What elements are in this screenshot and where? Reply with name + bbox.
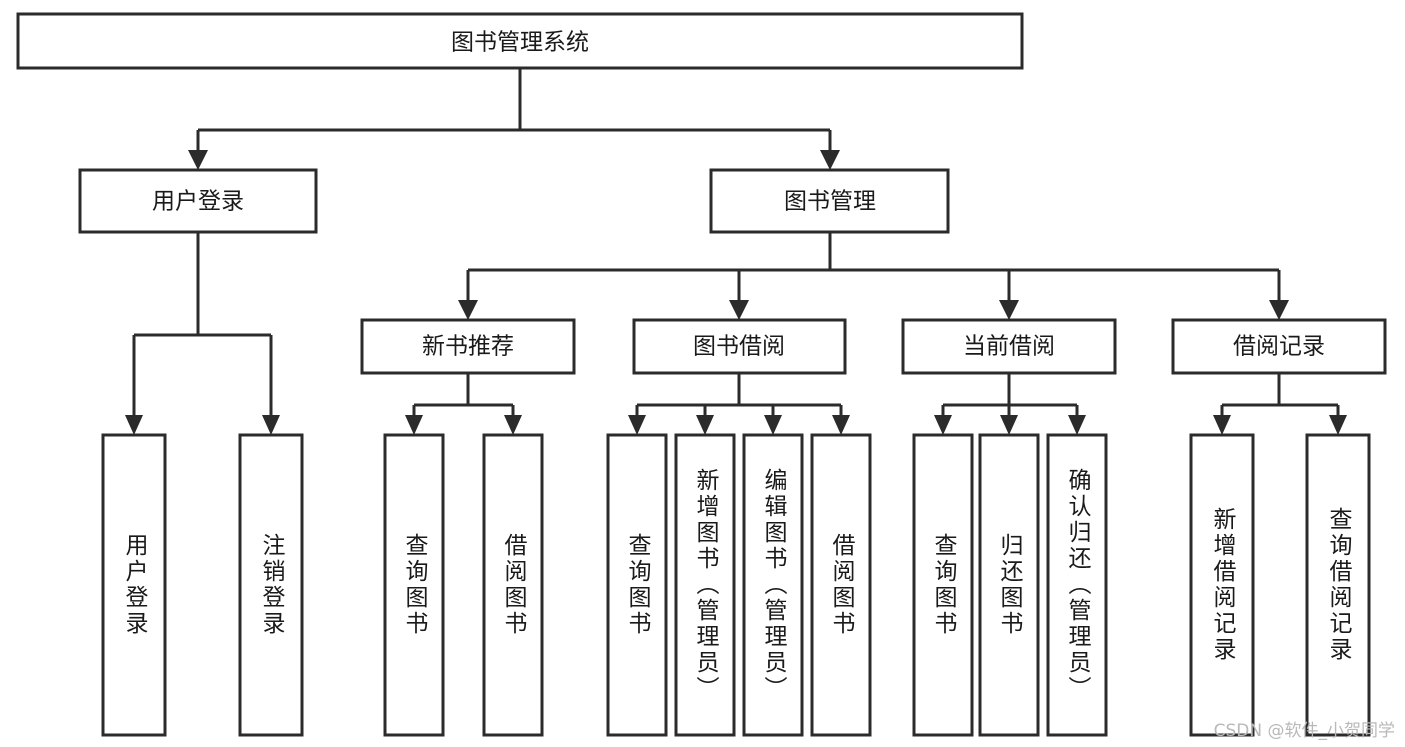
node-leaf-query-book-3-label: 查询图书 xyxy=(930,533,958,637)
node-leaf-query-record-box[interactable] xyxy=(1305,433,1371,737)
csdn-watermark: CSDN @软件_小贺同学 xyxy=(1213,721,1395,741)
arrow-leaf-user-login xyxy=(125,415,143,435)
arrow-leaf-query-book-2 xyxy=(628,415,646,435)
node-leaf-return-book[interactable]: 归还图书 xyxy=(978,433,1040,737)
node-leaf-query-book-1-label: 查询图书 xyxy=(401,533,429,637)
node-leaf-add-record-label: 新增借阅记录 xyxy=(1209,507,1237,663)
node-leaf-query-book-2[interactable]: 查询图书 xyxy=(606,433,668,737)
arrow-leaf-borrow-book-2 xyxy=(832,415,850,435)
node-user-login-box[interactable] xyxy=(78,168,318,234)
node-leaf-borrow-book-2-label: 借阅图书 xyxy=(828,533,856,637)
arrow-to-new-book-recommend xyxy=(458,300,478,320)
arrow-leaf-query-record xyxy=(1329,415,1347,435)
arrow-to-book-borrow xyxy=(729,300,749,320)
node-new-book-recommend-box[interactable] xyxy=(360,318,576,375)
node-leaf-logout[interactable]: 注销登录 xyxy=(238,433,304,737)
edges-layer xyxy=(125,68,1347,435)
node-borrow-record[interactable]: 借阅记录 xyxy=(1171,318,1387,375)
node-leaf-borrow-book-1-box[interactable] xyxy=(482,433,544,737)
node-leaf-query-book-2-label: 查询图书 xyxy=(624,533,652,637)
node-leaf-add-record-box[interactable] xyxy=(1189,433,1255,737)
node-book-management-box[interactable] xyxy=(709,168,950,234)
node-book-borrow[interactable]: 图书借阅 xyxy=(632,318,847,375)
arrow-to-borrow-record xyxy=(1269,300,1289,320)
node-leaf-confirm-return-label: 确认归还（管理员） xyxy=(1064,468,1092,702)
arrow-to-book-management xyxy=(820,150,840,170)
node-leaf-add-book-label: 新增图书（管理员） xyxy=(692,468,720,702)
node-leaf-user-login[interactable]: 用户登录 xyxy=(101,433,167,737)
node-user-login-label: 用户登录 xyxy=(152,189,244,215)
node-root-label: 图书管理系统 xyxy=(451,30,589,56)
arrow-leaf-edit-book xyxy=(764,415,782,435)
node-leaf-add-book-box[interactable] xyxy=(674,433,736,737)
node-leaf-query-book-1-box[interactable] xyxy=(383,433,445,737)
node-new-book-recommend-label: 新书推荐 xyxy=(422,334,514,360)
node-leaf-query-record-label: 查询借阅记录 xyxy=(1325,507,1353,663)
arrow-leaf-borrow-book-1 xyxy=(504,415,522,435)
node-current-borrow-box[interactable] xyxy=(901,318,1117,375)
node-leaf-borrow-book-2-box[interactable] xyxy=(810,433,872,737)
node-leaf-edit-book-box[interactable] xyxy=(742,433,804,737)
node-leaf-query-book-2-box[interactable] xyxy=(606,433,668,737)
node-leaf-confirm-return-box[interactable] xyxy=(1046,433,1108,737)
arrow-leaf-query-book-1 xyxy=(405,415,423,435)
arrow-leaf-add-record xyxy=(1213,415,1231,435)
arrow-to-current-borrow xyxy=(999,300,1019,320)
node-leaf-borrow-book-2[interactable]: 借阅图书 xyxy=(810,433,872,737)
node-current-borrow[interactable]: 当前借阅 xyxy=(901,318,1117,375)
arrow-leaf-logout xyxy=(262,415,280,435)
node-leaf-query-book-1[interactable]: 查询图书 xyxy=(383,433,445,737)
arrow-leaf-confirm-return xyxy=(1068,415,1086,435)
node-root[interactable]: 图书管理系统 xyxy=(16,12,1024,70)
node-leaf-return-book-box[interactable] xyxy=(978,433,1040,737)
node-leaf-query-book-3[interactable]: 查询图书 xyxy=(912,433,974,737)
node-leaf-add-book[interactable]: 新增图书（管理员） xyxy=(674,433,736,737)
node-borrow-record-label: 借阅记录 xyxy=(1233,334,1325,360)
node-book-borrow-box[interactable] xyxy=(632,318,847,375)
node-user-login[interactable]: 用户登录 xyxy=(78,168,318,234)
node-book-management-label: 图书管理 xyxy=(784,189,876,215)
node-root-box[interactable] xyxy=(16,12,1024,70)
node-book-management[interactable]: 图书管理 xyxy=(709,168,950,234)
node-leaf-query-record[interactable]: 查询借阅记录 xyxy=(1305,433,1371,737)
node-leaf-edit-book[interactable]: 编辑图书（管理员） xyxy=(742,433,804,737)
node-leaf-return-book-label: 归还图书 xyxy=(996,533,1024,637)
node-book-borrow-label: 图书借阅 xyxy=(693,334,785,360)
arrow-leaf-add-book xyxy=(696,415,714,435)
arrow-leaf-query-book-3 xyxy=(934,415,952,435)
node-current-borrow-label: 当前借阅 xyxy=(963,334,1055,360)
node-leaf-user-login-box[interactable] xyxy=(101,433,167,737)
node-borrow-record-box[interactable] xyxy=(1171,318,1387,375)
node-leaf-edit-book-label: 编辑图书（管理员） xyxy=(760,468,788,702)
node-leaf-query-book-3-box[interactable] xyxy=(912,433,974,737)
node-leaf-confirm-return[interactable]: 确认归还（管理员） xyxy=(1046,433,1108,737)
node-leaf-logout-box[interactable] xyxy=(238,433,304,737)
node-leaf-borrow-book-1[interactable]: 借阅图书 xyxy=(482,433,544,737)
node-leaf-logout-label: 注销登录 xyxy=(258,533,286,637)
node-leaf-user-login-label: 用户登录 xyxy=(121,533,149,637)
arrow-leaf-return-book xyxy=(1000,415,1018,435)
arrow-to-user-login xyxy=(188,150,208,170)
node-leaf-add-record[interactable]: 新增借阅记录 xyxy=(1189,433,1255,737)
node-leaf-borrow-book-1-label: 借阅图书 xyxy=(500,533,528,637)
node-new-book-recommend[interactable]: 新书推荐 xyxy=(360,318,576,375)
